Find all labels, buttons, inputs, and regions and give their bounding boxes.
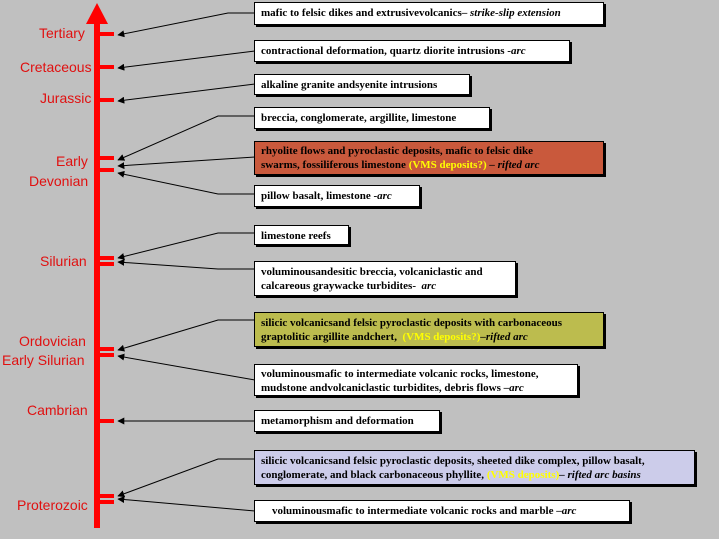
event-text: voluminousmafic to intermediate volcanic… [272,505,562,517]
event-box-metamorphism: metamorphism and deformation [254,410,440,432]
event-text-line2: graptolitic argillite andchert, [261,331,403,343]
event-box-limestone-reefs: limestone reefs [254,225,349,245]
event-text-line1: voluminousandesitic breccia, volcaniclas… [261,266,483,278]
event-box-dikes: mafic to felsic dikes and extrusivevolca… [254,2,604,25]
event-text: mafic to felsic dikes and extrusivevolca… [261,7,470,19]
event-text: pillow basalt, limestone - [261,190,378,202]
event-box-rhyolite: rhyolite flows and pyroclastic deposits,… [254,141,604,175]
tectonic-setting: –rifted arc [480,331,528,343]
event-text-line2: mudstone andvolcaniclastic turbidites, d… [261,382,510,394]
event-text-line1: voluminousmafic to intermediate volcanic… [261,368,539,380]
age-early-silurian: Early Silurian [2,352,85,368]
event-box-breccia: breccia, conglomerate, argillite, limest… [254,107,490,129]
tectonic-setting: arc [421,280,437,292]
vms-deposits-label: (VMS deposits?) [408,159,487,171]
event-text-line2: conglomerate, and black carbonaceous phy… [261,469,487,481]
event-box-granite: alkaline granite andsyenite intrusions [254,74,470,95]
age-early: Early [56,153,88,169]
timeline-ticks [100,32,114,504]
age-devonian: Devonian [29,173,89,189]
event-text-line1: rhyolite flows and pyroclastic deposits,… [261,145,534,157]
event-box-silicic-graptolitic: silicic volcanicsand felsic pyroclastic … [254,312,604,347]
event-box-sheeted-dike: silicic volcanicsand felsic pyroclastic … [254,450,695,485]
event-box-pillow-basalt: pillow basalt, limestone -arc [254,185,420,207]
age-silurian: Silurian [40,253,87,269]
event-text: metamorphism and deformation [261,415,414,427]
event-text: contractional deformation, quartz diorit… [261,45,511,57]
age-tertiary: Tertiary [39,25,85,41]
age-proterozoic: Proterozoic [17,497,88,513]
age-jurassic: Jurassic [40,90,92,106]
tectonic-setting: arc [377,190,392,202]
event-text-line2: calcareous graywacke turbidites- [261,280,422,292]
event-text-line2: swarms, fossiliferous limestone [261,159,409,171]
event-connectors [117,12,256,512]
tectonic-setting: – rifted arc [486,159,540,171]
event-text: breccia, conglomerate, argillite, limest… [261,112,457,124]
age-ordovician: Ordovician [19,333,86,349]
tectonic-setting: – rifted arc basins [559,469,641,481]
age-cretaceous: Cretaceous [20,59,92,75]
tectonic-setting: arc [510,45,526,57]
event-box-contractional: contractional deformation, quartz diorit… [254,40,570,62]
tectonic-setting: arc [509,382,524,394]
event-box-mafic-intermediate: voluminousmafic to intermediate volcanic… [254,364,578,396]
event-text-line1: silicic volcanicsand felsic pyroclastic … [261,317,563,329]
event-text: alkaline granite andsyenite intrusions [261,79,438,91]
event-box-andesitic-breccia: voluminousandesitic breccia, volcaniclas… [254,261,516,296]
vms-deposits-label: (VMS deposits) [486,469,560,481]
event-text-line1: silicic volcanicsand felsic pyroclastic … [261,455,645,467]
event-box-mafic-marble: voluminousmafic to intermediate volcanic… [254,500,630,522]
tectonic-setting: strike-slip extension [469,7,561,19]
vms-deposits-label: (VMS deposits?) [402,331,481,343]
timeline-arrowhead [86,3,108,24]
age-cambrian: Cambrian [27,402,88,418]
event-text: limestone reefs [261,230,331,242]
tectonic-setting: arc [561,505,577,517]
